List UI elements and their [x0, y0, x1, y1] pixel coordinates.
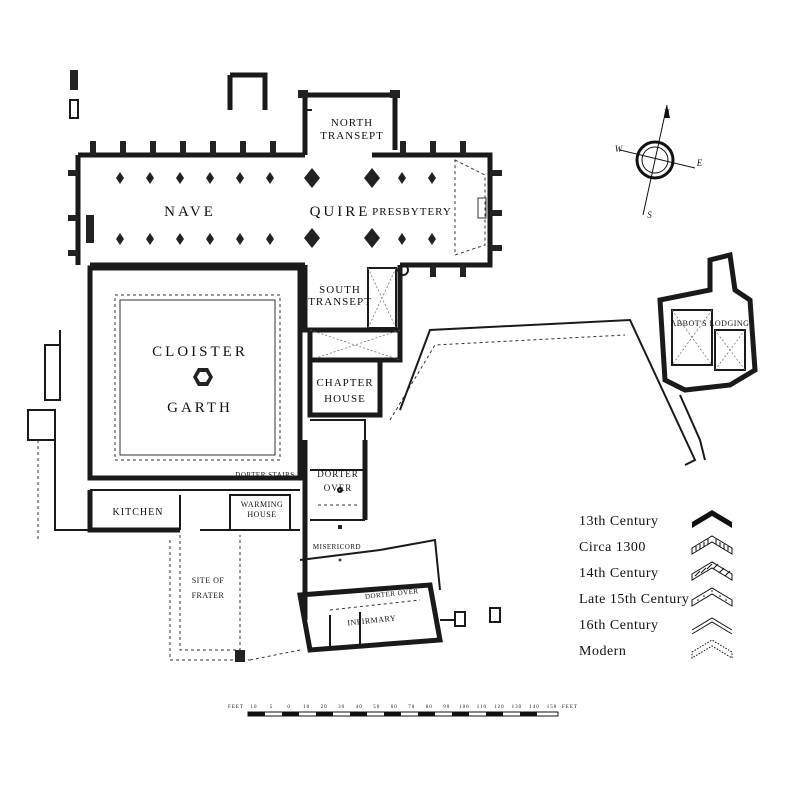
scale-tick-label: 120 — [494, 705, 505, 710]
label-site-of-frater-1: SITE OF — [192, 576, 225, 585]
scale-tick-label: 5 — [270, 705, 274, 710]
scale-tick-label: 100 — [459, 705, 470, 710]
label-south-transept-2: TRANSEPT — [308, 296, 372, 308]
abbots-lodging-walls — [657, 251, 758, 393]
legend: 13th Century Circa 1300 14th Century Lat… — [579, 510, 733, 659]
label-north-transept-1: NORTH — [331, 117, 373, 129]
church — [68, 90, 502, 333]
scale-tick-label: 0 — [287, 705, 291, 710]
crossing-pier — [364, 168, 380, 188]
nave-north-buttresses — [90, 141, 276, 155]
legend-label-1: Circa 1300 — [579, 540, 646, 555]
east-range — [302, 327, 403, 620]
cloister — [87, 265, 303, 481]
scale-tick-label: 60 — [391, 705, 398, 710]
infirmary-walls — [297, 582, 443, 653]
compass-w: W — [615, 144, 624, 154]
precinct-wall — [399, 318, 697, 466]
south-range — [87, 475, 301, 662]
crossing-pier — [304, 228, 320, 248]
compass-n: N — [662, 108, 670, 118]
scale-tick-label: 90 — [443, 705, 450, 710]
scale-tick-label: 40 — [356, 705, 363, 710]
compass-s: S — [647, 210, 653, 220]
legend-swatch-double-line — [691, 617, 733, 635]
legend-label-3: Late 15th Century — [579, 592, 689, 607]
label-kitchen: KITCHEN — [113, 507, 164, 518]
presbytery-buttresses — [400, 141, 502, 277]
compass-e: E — [696, 158, 704, 168]
abbots-lodging — [657, 251, 758, 461]
label-dorter-over-2: OVER — [324, 483, 353, 493]
scale-end-label: FEET — [562, 705, 578, 710]
infirmary-block — [297, 538, 501, 653]
legend-label-4: 16th Century — [579, 618, 659, 633]
scale-tick-label: 130 — [512, 705, 523, 710]
nave-arcade-piers — [116, 172, 274, 245]
legend-label-5: Modern — [579, 644, 626, 659]
scale-tick-label: 50 — [373, 705, 380, 710]
label-abbots-lodging: ABBOT'S LODGING — [671, 319, 750, 328]
legend-swatch-dots — [691, 587, 733, 607]
label-cloister: CLOISTER — [152, 344, 248, 360]
north-transept-walls — [302, 92, 398, 155]
label-infirmary: INFIRMARY — [347, 613, 397, 627]
scale-tick-label: 30 — [338, 705, 345, 710]
legend-swatch-solid — [692, 510, 732, 528]
label-presbytery: PRESBYTERY — [372, 206, 452, 218]
crossing-pier — [364, 228, 380, 248]
label-north-transept-2: TRANSEPT — [320, 130, 384, 142]
scale-tick-label: 80 — [426, 705, 433, 710]
scale-tick-label: 10 — [303, 705, 310, 710]
legend-label-0: 13th Century — [579, 514, 659, 529]
scale-tick-label: 70 — [408, 705, 415, 710]
room-labels: NORTH TRANSEPT NAVE QUIRE PRESBYTERY SOU… — [113, 117, 750, 628]
legend-swatch-hatch-diagonal — [691, 561, 733, 581]
scale-tick-label: 140 — [529, 705, 540, 710]
scale-tick-label: 110 — [477, 705, 487, 710]
legend-swatch-hatch-vertical — [691, 535, 733, 555]
crossing-pier — [304, 168, 320, 188]
legend-label-2: 14th Century — [579, 566, 659, 581]
scale-tick-label: 10 — [251, 705, 258, 710]
label-dorter-over-1: DORTER — [317, 469, 358, 479]
label-chapter-house-1: CHAPTER — [316, 377, 373, 389]
scale-start-label: FEET — [228, 705, 244, 710]
north-ruin — [227, 72, 268, 110]
chapter-house-walls — [307, 357, 383, 418]
label-chapter-house-2: HOUSE — [324, 393, 366, 405]
legend-swatch-dotted — [691, 639, 733, 659]
compass-rose-icon: N E S W — [615, 104, 704, 220]
label-site-of-frater-2: FRATER — [192, 591, 225, 600]
scale-tick-label: 20 — [321, 705, 328, 710]
label-garth: GARTH — [167, 400, 233, 416]
label-warming-house-1: WARMING — [241, 500, 284, 509]
label-quire: QUIRE — [310, 204, 371, 220]
label-nave: NAVE — [164, 204, 216, 220]
label-misericord: MISERICORD — [313, 543, 361, 551]
label-warming-house-2: HOUSE — [247, 510, 276, 519]
label-dorter-stairs: DORTER STAIRS — [235, 471, 294, 479]
scale-tick-label: 150 — [547, 705, 558, 710]
label-south-transept-1: SOUTH — [319, 284, 361, 296]
west-range — [27, 70, 268, 540]
